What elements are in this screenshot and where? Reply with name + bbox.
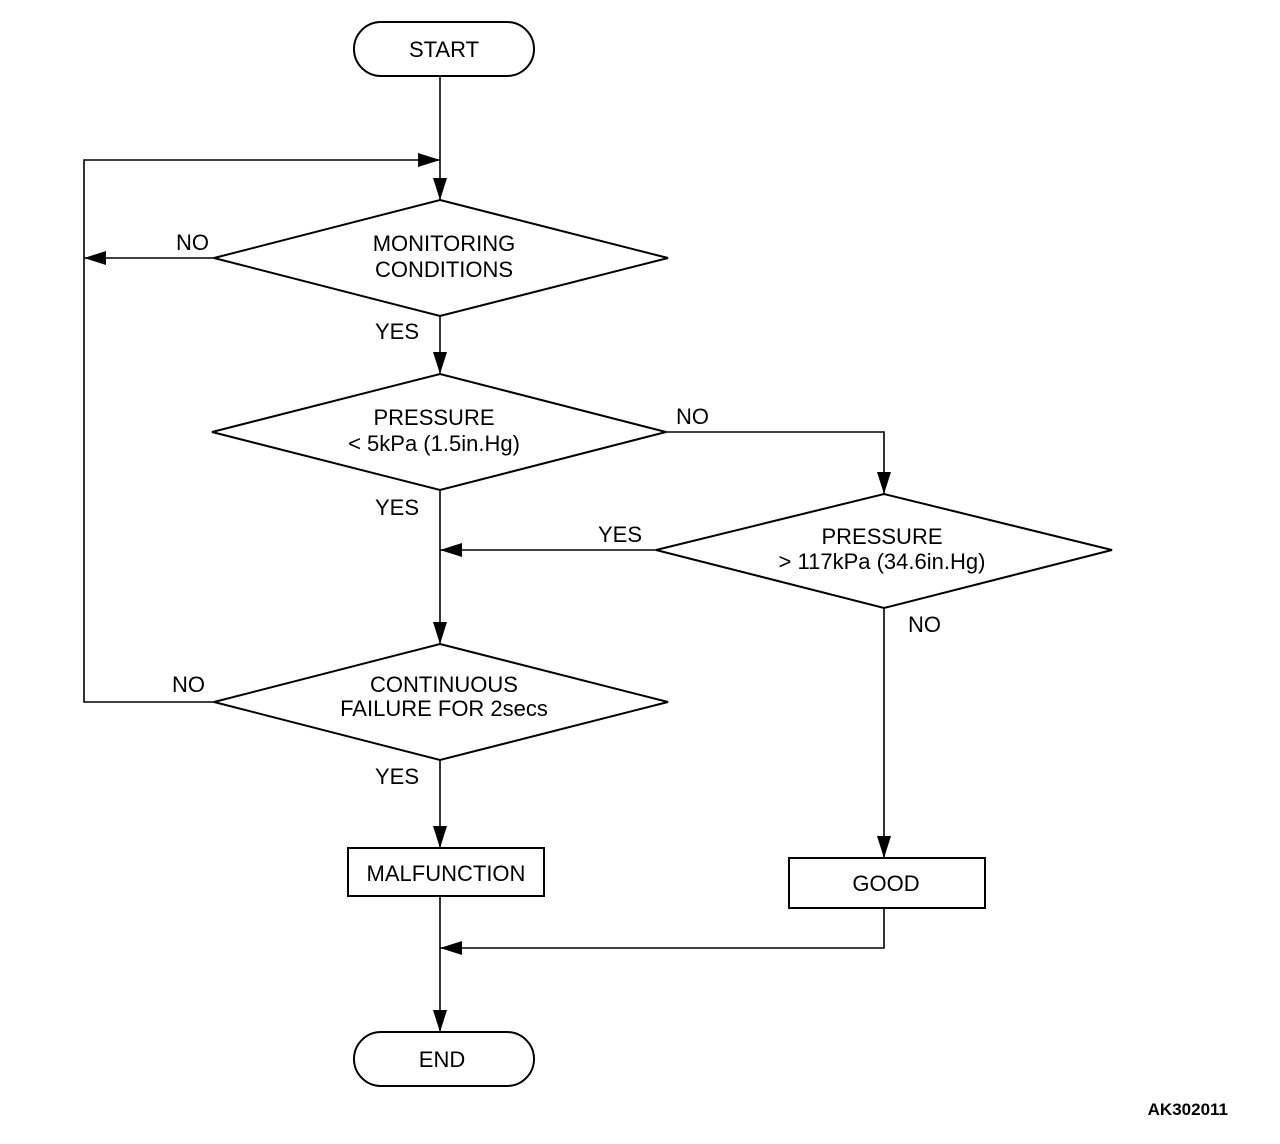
pressure-high-decision: [655, 492, 1113, 610]
node-pressure-low: PRESSURE < 5kPa (1.5in.Hg): [211, 372, 667, 492]
pressure-low-decision: [211, 372, 667, 492]
connectors: [83, 76, 885, 1032]
connector-good-to-end: [440, 908, 885, 949]
continuous-label-line2: FAILURE FOR 2secs: [340, 696, 548, 721]
connector-pressure-low-no: [666, 431, 885, 494]
branch-label-continuous-no: NO: [172, 672, 205, 697]
arrowhead-into-good: [877, 836, 891, 858]
malfunction-label: MALFUNCTION: [367, 861, 526, 886]
arrowheads: [84, 153, 891, 1032]
arrowhead-monitoring-no: [84, 251, 106, 265]
pressure-high-label-line2: > 117kPa (34.6in.Hg): [779, 549, 986, 574]
arrowhead-good-merge: [440, 941, 462, 955]
arrowhead-into-monitoring: [433, 178, 447, 200]
good-label: GOOD: [852, 871, 919, 896]
end-label: END: [419, 1047, 465, 1072]
branch-label-pressure-low-no: NO: [676, 404, 709, 429]
branch-label-pressure-high-yes: YES: [598, 522, 642, 547]
arrowhead-pressure-high-yes: [440, 543, 462, 557]
monitoring-label-line2: CONDITIONS: [375, 257, 513, 282]
branch-label-monitoring-yes: YES: [375, 319, 419, 344]
arrowhead-into-continuous: [433, 622, 447, 644]
node-end: END: [353, 1031, 535, 1087]
continuous-label-line1: CONTINUOUS: [370, 672, 518, 697]
pressure-low-label-line1: PRESSURE: [373, 405, 494, 430]
monitoring-decision: [213, 198, 669, 318]
node-continuous-failure: CONTINUOUS FAILURE FOR 2secs: [213, 642, 669, 762]
start-terminal: [353, 21, 535, 77]
arrowhead-loop-junction: [418, 153, 440, 167]
node-monitoring-conditions: MONITORING CONDITIONS: [213, 198, 669, 318]
branch-label-continuous-yes: YES: [375, 764, 419, 789]
arrowhead-into-end: [433, 1010, 447, 1032]
branch-labels: NO YES NO YES YES NO NO YES: [172, 230, 941, 789]
branch-label-pressure-low-yes: YES: [375, 495, 419, 520]
arrowhead-into-pressure-high: [877, 472, 891, 494]
node-start: START: [353, 21, 535, 77]
figure-code: AK302011: [1148, 1100, 1228, 1119]
branch-label-pressure-high-no: NO: [908, 612, 941, 637]
pressure-low-label-line2: < 5kPa (1.5in.Hg): [348, 431, 520, 456]
continuous-decision: [213, 642, 669, 762]
node-pressure-high: PRESSURE > 117kPa (34.6in.Hg): [655, 492, 1113, 610]
node-good: GOOD: [788, 857, 986, 909]
connector-loop-rail: [83, 159, 440, 703]
good-box: [788, 857, 986, 909]
branch-label-monitoring-no: NO: [176, 230, 209, 255]
arrowhead-into-pressure-low: [433, 352, 447, 374]
node-malfunction: MALFUNCTION: [347, 847, 545, 897]
start-label: START: [409, 37, 479, 62]
end-terminal: [353, 1031, 535, 1087]
arrowhead-into-malfunction: [433, 826, 447, 848]
pressure-high-label-line1: PRESSURE: [821, 524, 942, 549]
monitoring-label-line1: MONITORING: [373, 231, 516, 256]
malfunction-box: [347, 847, 545, 897]
